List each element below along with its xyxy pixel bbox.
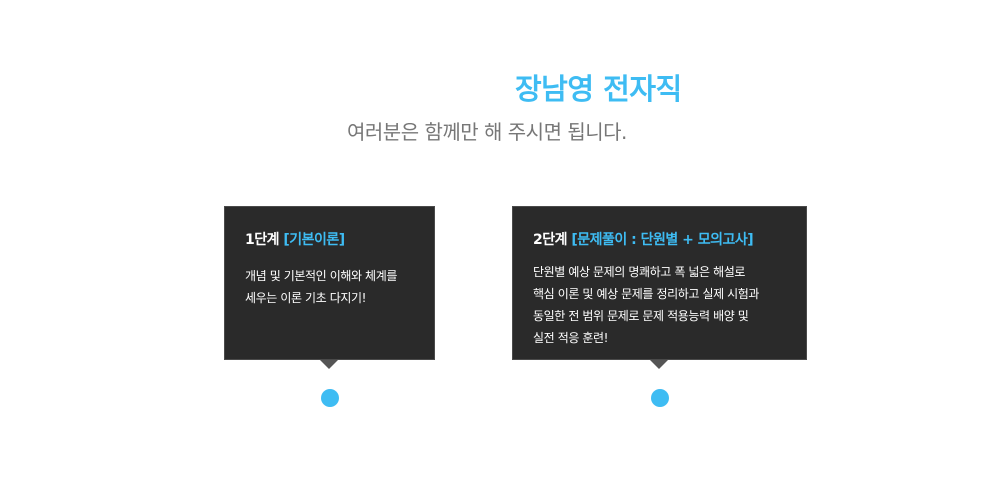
step-2-card: 2단계 [문제풀이 : 단원별 + 모의고사] 단원별 예상 문제의 명쾌하고 … [512, 206, 807, 360]
step-2-line: 단원별 예상 문제의 명쾌하고 폭 넓은 해설로 [533, 265, 746, 279]
step-2-title: 2단계 [문제풀이 : 단원별 + 모의고사] [533, 229, 786, 249]
page-title: 장남영 전자직 [515, 72, 682, 106]
step-2-dot [651, 389, 669, 407]
step-1-pointer [320, 360, 338, 369]
step-2-name: [문제풀이 : 단원별 + 모의고사] [571, 232, 754, 248]
step-1-stage: 1단계 [245, 232, 280, 248]
step-1-line: 세우는 이론 기초 다지기! [245, 291, 367, 305]
step-1-description: 개념 및 기본적인 이해와 체계를 세우는 이론 기초 다지기! [245, 265, 414, 309]
step-2-line: 실전 적응 훈련! [533, 331, 609, 345]
step-1-name: [기본이론] [283, 232, 345, 248]
step-1-line: 개념 및 기본적인 이해와 체계를 [245, 269, 397, 283]
step-2-description: 단원별 예상 문제의 명쾌하고 폭 넓은 해설로 핵심 이론 및 예상 문제를 … [533, 261, 786, 349]
step-1-dot [321, 389, 339, 407]
step-2-line: 동일한 전 범위 문제로 문제 적용능력 배양 및 [533, 309, 749, 323]
page-subtitle: 여러분은 함께만 해 주시면 됩니다. [347, 120, 627, 144]
step-2-stage: 2단계 [533, 232, 568, 248]
step-2-pointer [650, 360, 668, 369]
step-2-line: 핵심 이론 및 예상 문제를 정리하고 실제 시험과 [533, 287, 760, 301]
step-1-card: 1단계 [기본이론] 개념 및 기본적인 이해와 체계를 세우는 이론 기초 다… [224, 206, 435, 360]
step-1-title: 1단계 [기본이론] [245, 229, 414, 249]
